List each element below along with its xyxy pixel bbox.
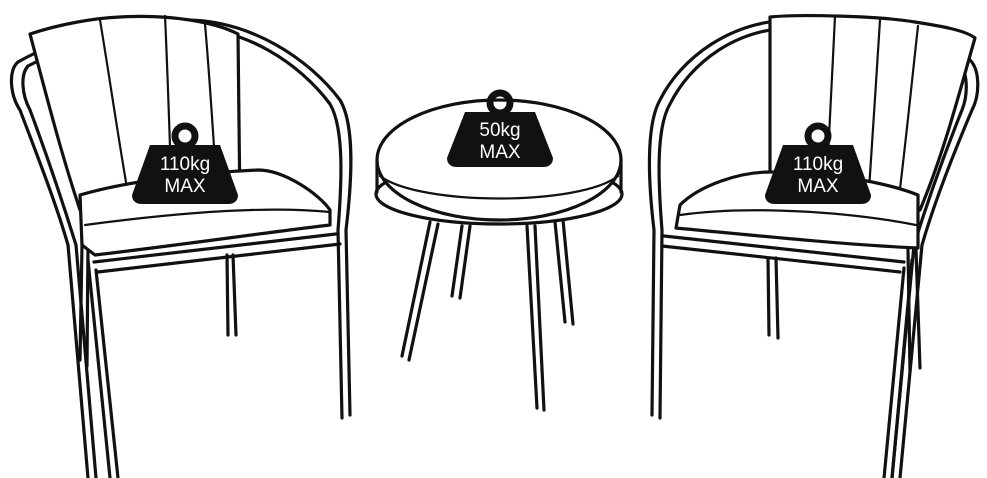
left-weight-value: 110kg [160,154,210,175]
right-weight-limit: MAX [797,176,839,197]
left-weight-limit: MAX [164,176,206,197]
table-weight-value: 50kg [479,120,520,141]
table-weight-limit: MAX [479,142,521,163]
right-chair [649,16,977,478]
left-chair [11,16,350,478]
right-weight-value: 110kg [793,154,843,175]
